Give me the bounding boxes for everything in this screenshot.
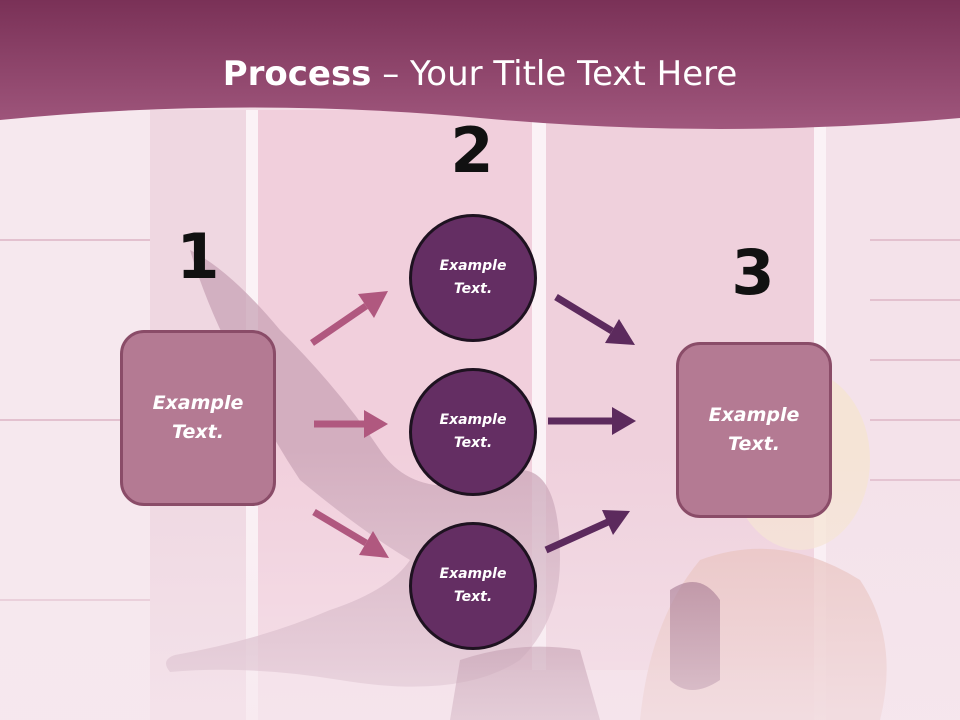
arrow-step1-to-top <box>310 291 388 346</box>
step2-circle-middle[interactable]: Example Text. <box>409 368 537 496</box>
title-rest: – Your Title Text Here <box>371 54 738 94</box>
circle-middle-text: Example Text. <box>439 412 507 451</box>
step3-box[interactable]: Example Text. <box>676 342 832 518</box>
slide-title: Process – Your Title Text Here <box>0 52 960 96</box>
arrow-middle-to-step3 <box>548 407 636 435</box>
step-number-3: 3 <box>731 236 775 309</box>
arrow-step1-to-bottom <box>312 508 389 558</box>
step1-box[interactable]: Example Text. <box>120 330 276 506</box>
step-number-2: 2 <box>450 114 494 187</box>
title-strong: Process <box>222 54 372 94</box>
step-number-1: 1 <box>176 220 220 293</box>
arrow-bottom-to-step3 <box>544 510 630 554</box>
step1-box-text: Example Text. <box>152 392 244 443</box>
circle-top-text: Example Text. <box>439 258 507 297</box>
arrow-top-to-step3 <box>554 294 635 345</box>
circle-bottom-text: Example Text. <box>439 566 507 605</box>
step3-box-text: Example Text. <box>708 404 800 455</box>
step2-circle-top[interactable]: Example Text. <box>409 214 537 342</box>
arrow-step1-to-middle <box>314 410 388 438</box>
step2-circle-bottom[interactable]: Example Text. <box>409 522 537 650</box>
